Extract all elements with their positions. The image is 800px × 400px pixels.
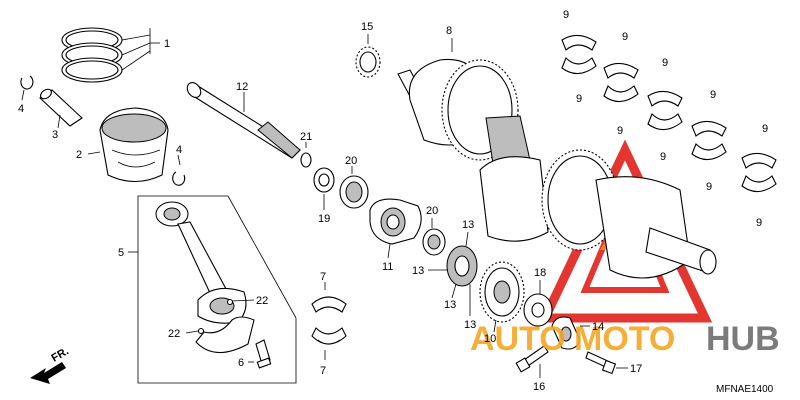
callout-8: 8 — [446, 25, 452, 37]
callout-3: 3 — [52, 129, 58, 141]
primary-gear-hub — [369, 198, 422, 259]
callout-11: 11 — [382, 261, 393, 273]
callout-22-lower: 22 — [168, 328, 180, 340]
callout-17: 17 — [630, 363, 642, 375]
needle-bearing-upper — [339, 166, 369, 209]
shaft-circlip — [300, 142, 312, 168]
watermark-word-hub: HUB — [706, 320, 780, 358]
callout-2: 2 — [76, 149, 82, 161]
callout-9-3: 9 — [622, 31, 628, 43]
callout-22-upper: 22 — [256, 295, 268, 307]
rod-bearing-lower — [311, 327, 347, 360]
flange-bolt-17 — [585, 351, 628, 375]
callout-9-2: 9 — [576, 93, 582, 105]
callout-9-1: 9 — [563, 9, 569, 21]
direction-label: FR. — [50, 345, 71, 364]
piston-pin — [39, 88, 83, 129]
callout-13-bottom: 13 — [464, 319, 476, 331]
callout-16: 16 — [533, 381, 545, 393]
pulser-rotor — [551, 316, 590, 350]
watermark-text: AUTO MOTO HUB — [470, 320, 780, 358]
connecting-rod-bolt — [248, 339, 272, 369]
connecting-rod-group-box — [128, 195, 297, 384]
callout-14: 14 — [592, 321, 604, 333]
callout-12: 12 — [236, 81, 248, 93]
callout-7-upper: 7 — [320, 271, 326, 283]
watermark-word-moto: MOTO — [574, 320, 675, 358]
piston — [87, 107, 169, 183]
crankshaft — [397, 38, 717, 279]
cam-chain-sprocket — [355, 34, 381, 78]
flange-bolt-16 — [515, 345, 549, 378]
main-bearing-4 — [691, 120, 727, 161]
rod-bearing-upper — [311, 282, 347, 313]
callout-13-top: 13 — [462, 219, 474, 231]
main-bearing-2 — [603, 62, 639, 103]
callout-9-8: 9 — [706, 181, 712, 193]
callout-10: 10 — [484, 333, 496, 345]
thrust-washer — [313, 167, 335, 210]
connecting-rod-cap — [185, 298, 255, 354]
callout-1: 1 — [164, 38, 170, 50]
piston-rings — [61, 27, 160, 83]
callout-5: 5 — [118, 247, 124, 259]
callout-19: 19 — [318, 213, 330, 225]
callout-9-6: 9 — [660, 151, 666, 163]
watermark-word-auto: AUTO — [470, 320, 566, 358]
damper-rubber — [428, 231, 478, 316]
gear-washer — [523, 280, 553, 327]
piston-pin-clip-left — [20, 75, 34, 101]
diagram-code: MFNAE1400 — [716, 384, 774, 395]
callout-9-4: 9 — [617, 125, 623, 137]
callout-21: 21 — [300, 131, 312, 143]
callout-13-left: 13 — [412, 265, 424, 277]
piston-pin-clip-right — [172, 154, 186, 186]
primary-driven-gear — [479, 261, 525, 333]
main-bearing-5 — [741, 152, 777, 193]
callout-4-left: 4 — [18, 103, 24, 115]
callout-13-mid: 13 — [444, 299, 456, 311]
callout-18: 18 — [534, 267, 546, 279]
main-bearing-1 — [561, 34, 597, 75]
callout-9-5: 9 — [662, 57, 668, 69]
needle-bearing-lower — [422, 218, 446, 256]
connecting-rod — [155, 201, 247, 324]
callout-labels: 1 2 3 4 4 5 6 7 7 8 9 9 9 9 9 9 9 9 9 9 … — [18, 9, 768, 393]
callout-15: 15 — [361, 21, 373, 33]
callout-6: 6 — [238, 357, 244, 369]
front-direction-arrow-icon — [30, 362, 66, 384]
callout-9-10: 9 — [756, 217, 762, 229]
main-bearing-3 — [647, 90, 683, 131]
callout-20-lower: 20 — [426, 205, 438, 217]
callout-7-lower: 7 — [320, 365, 326, 377]
callout-9-9: 9 — [762, 123, 768, 135]
primary-shaft — [186, 82, 301, 159]
callout-9-7: 9 — [710, 89, 716, 101]
callout-4-right: 4 — [176, 144, 182, 156]
callout-20-upper: 20 — [345, 155, 357, 167]
